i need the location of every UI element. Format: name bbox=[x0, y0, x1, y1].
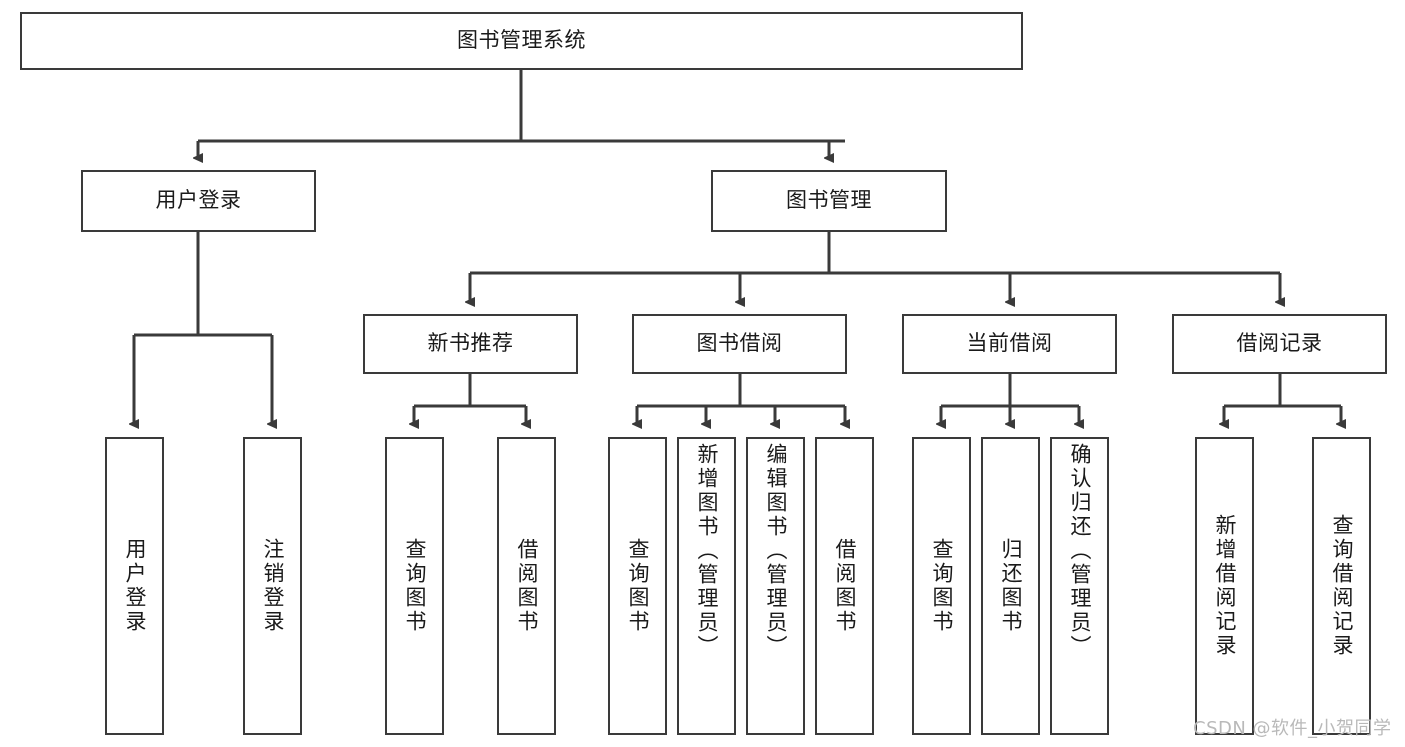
node-root-book-management-system[interactable]: 图书管理系统 bbox=[20, 12, 1023, 70]
leaf-user-login-logout[interactable]: 注销登录 bbox=[243, 437, 302, 735]
leaf-user-login-login[interactable]: 用户登录 bbox=[105, 437, 164, 735]
node-borrow-record[interactable]: 借阅记录 bbox=[1172, 314, 1387, 374]
node-label: 当前借阅 bbox=[966, 331, 1053, 356]
node-label: 确认归还（管理员） bbox=[1068, 443, 1092, 659]
leaf-new-book-borrow-book[interactable]: 借阅图书 bbox=[497, 437, 556, 735]
node-new-book-recommend[interactable]: 新书推荐 bbox=[363, 314, 578, 374]
node-label: 借阅图书 bbox=[833, 538, 857, 634]
node-book-management[interactable]: 图书管理 bbox=[711, 170, 947, 232]
leaf-text-wrap: 查询借阅记录 bbox=[1314, 439, 1369, 733]
node-label: 新增图书（管理员） bbox=[695, 443, 719, 659]
leaf-text-wrap: 用户登录 bbox=[107, 439, 162, 733]
leaf-book-borrow-edit-book-admin[interactable]: 编辑图书（管理员） bbox=[746, 437, 805, 735]
leaf-borrow-record-add-record[interactable]: 新增借阅记录 bbox=[1195, 437, 1254, 735]
node-current-borrow[interactable]: 当前借阅 bbox=[902, 314, 1117, 374]
node-label: 图书管理 bbox=[786, 188, 872, 213]
node-label: 新增借阅记录 bbox=[1213, 514, 1237, 658]
node-label: 图书管理系统 bbox=[457, 28, 586, 53]
node-label: 归还图书 bbox=[999, 538, 1023, 634]
node-label: 借阅图书 bbox=[515, 538, 539, 634]
leaf-book-borrow-query-book[interactable]: 查询图书 bbox=[608, 437, 667, 735]
node-label: 查询借阅记录 bbox=[1330, 514, 1354, 658]
node-label: 编辑图书（管理员） bbox=[764, 443, 788, 659]
node-label: 查询图书 bbox=[403, 538, 427, 634]
leaf-text-wrap: 查询图书 bbox=[914, 439, 969, 733]
leaf-text-wrap: 借阅图书 bbox=[817, 439, 872, 733]
node-book-borrow[interactable]: 图书借阅 bbox=[632, 314, 847, 374]
leaf-text-wrap: 归还图书 bbox=[983, 439, 1038, 733]
leaf-text-wrap: 查询图书 bbox=[610, 439, 665, 733]
node-label: 图书借阅 bbox=[696, 331, 783, 356]
node-label: 注销登录 bbox=[261, 538, 285, 634]
leaf-current-borrow-return-book[interactable]: 归还图书 bbox=[981, 437, 1040, 735]
leaf-text-wrap: 查询图书 bbox=[387, 439, 442, 733]
leaf-text-wrap: 新增图书（管理员） bbox=[679, 439, 734, 733]
node-label: 查询图书 bbox=[626, 538, 650, 634]
csdn-watermark: CSDN @软件_小贺同学 bbox=[1193, 718, 1392, 739]
leaf-text-wrap: 借阅图书 bbox=[499, 439, 554, 733]
leaf-text-wrap: 确认归还（管理员） bbox=[1052, 439, 1107, 733]
leaf-current-borrow-query-book[interactable]: 查询图书 bbox=[912, 437, 971, 735]
node-label: 用户登录 bbox=[155, 188, 242, 213]
leaf-text-wrap: 注销登录 bbox=[245, 439, 300, 733]
leaf-text-wrap: 新增借阅记录 bbox=[1197, 439, 1252, 733]
leaf-borrow-record-query-record[interactable]: 查询借阅记录 bbox=[1312, 437, 1371, 735]
node-label: 用户登录 bbox=[123, 538, 147, 634]
node-user-login[interactable]: 用户登录 bbox=[81, 170, 316, 232]
leaf-text-wrap: 编辑图书（管理员） bbox=[748, 439, 803, 733]
node-label: 新书推荐 bbox=[427, 331, 514, 356]
leaf-book-borrow-add-book-admin[interactable]: 新增图书（管理员） bbox=[677, 437, 736, 735]
node-label: 查询图书 bbox=[930, 538, 954, 634]
leaf-book-borrow-borrow-book[interactable]: 借阅图书 bbox=[815, 437, 874, 735]
node-label: 借阅记录 bbox=[1236, 331, 1323, 356]
leaf-current-borrow-confirm-return-admin[interactable]: 确认归还（管理员） bbox=[1050, 437, 1109, 735]
leaf-new-book-query-book[interactable]: 查询图书 bbox=[385, 437, 444, 735]
